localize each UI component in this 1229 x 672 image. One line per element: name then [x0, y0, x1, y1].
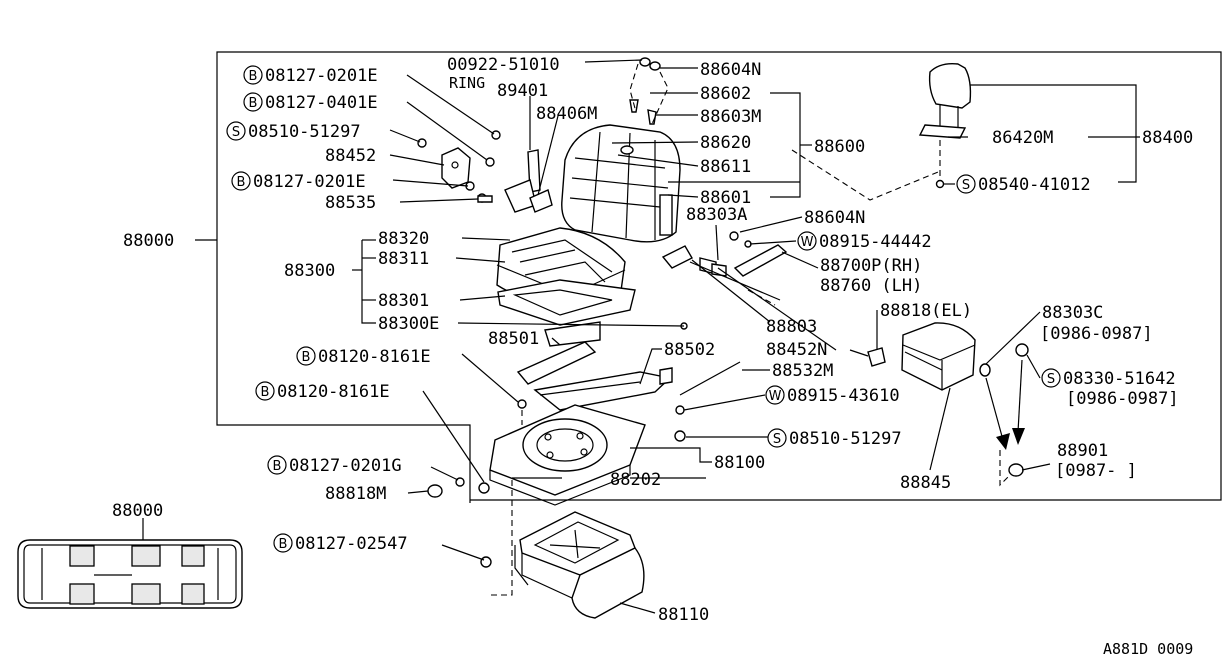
- label-08915-43610: 08915-43610: [787, 386, 900, 406]
- svg-text:S: S: [773, 432, 781, 447]
- label-88320: 88320: [378, 229, 429, 249]
- label-08127-0201G: 08127-0201G: [289, 456, 402, 476]
- label-88452N: 88452N: [766, 340, 827, 360]
- svg-text:B: B: [237, 175, 246, 190]
- label-08127-02547: 08127-02547: [295, 534, 408, 554]
- label-88901: 88901: [1057, 441, 1108, 461]
- svg-text:B: B: [273, 459, 282, 474]
- swivel-base-illustration: [489, 404, 646, 506]
- label-88532M: 88532M: [772, 361, 833, 381]
- label-88803: 88803: [766, 317, 817, 337]
- label-88110: 88110: [658, 605, 709, 625]
- part-labels: 00922-51010 RING 89401 88604N 88602 8860…: [112, 55, 1193, 658]
- label-08915-44442: 08915-44442: [819, 232, 932, 252]
- label-00922-51010: 00922-51010: [447, 55, 560, 75]
- box-base-illustration: [514, 511, 645, 619]
- washer-marker: W: [765, 385, 785, 405]
- label-88000-car: 88000: [112, 501, 163, 521]
- svg-text:W: W: [769, 389, 782, 404]
- label-88611: 88611: [700, 157, 751, 177]
- label-88501: 88501: [488, 329, 539, 349]
- washer-marker: W: [797, 231, 817, 251]
- label-88603M: 88603M: [700, 107, 761, 127]
- seat-back-illustration: [561, 124, 681, 243]
- svg-text:W: W: [801, 235, 814, 250]
- label-88303C: 88303C: [1042, 303, 1103, 323]
- label-08120-8161E-b: 08120-8161E: [277, 382, 390, 402]
- label-88601: 88601: [700, 188, 751, 208]
- footer-code: A881D 0009: [1103, 640, 1193, 658]
- label-88303A: 88303A: [686, 205, 747, 225]
- bolt-marker: B: [243, 65, 263, 85]
- svg-text:S: S: [232, 125, 240, 140]
- svg-text:B: B: [279, 537, 288, 552]
- label-86420M: 86420M: [992, 128, 1053, 148]
- label-88452: 88452: [325, 146, 376, 166]
- bolt-marker: B: [231, 171, 251, 191]
- label-ring: RING: [449, 74, 485, 92]
- label-88602: 88602: [700, 84, 751, 104]
- headrest-illustration: [918, 62, 972, 189]
- label-89401: 89401: [497, 81, 548, 101]
- label-08127-0401E: 08127-0401E: [265, 93, 378, 113]
- label-88400: 88400: [1142, 128, 1193, 148]
- label-88100: 88100: [714, 453, 765, 473]
- screw-marker: S: [956, 174, 976, 194]
- label-88845: 88845: [900, 473, 951, 493]
- label-08510-51297-top: 08510-51297: [248, 122, 361, 142]
- assembly-frame: [216, 51, 1222, 503]
- label-88700P: 88700P(RH): [820, 256, 922, 276]
- label-08120-8161E-a: 08120-8161E: [318, 347, 431, 367]
- dashed-guide-lines: [490, 63, 1011, 596]
- label-88818M: 88818M: [325, 484, 386, 504]
- label-0986-0987-b: [0986-0987]: [1066, 389, 1179, 409]
- screw-marker: S: [226, 121, 246, 141]
- label-08510-51297-low: 08510-51297: [789, 429, 902, 449]
- label-88311: 88311: [378, 249, 429, 269]
- label-88760: 88760 (LH): [820, 276, 922, 296]
- screw-marker: S: [1041, 368, 1061, 388]
- label-88620: 88620: [700, 133, 751, 153]
- label-88202: 88202: [610, 470, 661, 490]
- label-88300: 88300: [284, 261, 335, 281]
- label-0987: [0987- ]: [1055, 461, 1137, 481]
- leader-lines: [142, 59, 1140, 614]
- label-08127-0201E-a: 08127-0201E: [265, 66, 378, 86]
- svg-text:B: B: [249, 69, 258, 84]
- svg-text:B: B: [261, 385, 270, 400]
- bolt-marker: B: [255, 381, 275, 401]
- label-88000-main: 88000: [123, 231, 174, 251]
- bolt-marker: B: [267, 455, 287, 475]
- small-hardware-illustrations: [417, 57, 1029, 568]
- label-88502: 88502: [664, 340, 715, 360]
- svg-text:S: S: [962, 178, 970, 193]
- screw-marker: S: [767, 428, 787, 448]
- circled-prefix-markers: B B S B S W B B W S S B B: [226, 65, 1061, 553]
- armrest-illustration: [901, 322, 976, 391]
- direction-arrows: [985, 359, 1025, 450]
- label-88535: 88535: [325, 193, 376, 213]
- label-08127-0201E-b: 08127-0201E: [253, 172, 366, 192]
- seat-track-illustration: [516, 321, 673, 411]
- svg-text:S: S: [1047, 372, 1055, 387]
- label-08330-51642: 08330-51642: [1063, 369, 1176, 389]
- label-88406M: 88406M: [536, 104, 597, 124]
- label-88600: 88600: [814, 137, 865, 157]
- label-88604N-mid: 88604N: [804, 208, 865, 228]
- bolt-marker: B: [273, 533, 293, 553]
- svg-text:B: B: [302, 350, 311, 365]
- label-88604N-top: 88604N: [700, 60, 761, 80]
- seat-cushion-illustration: [496, 227, 636, 326]
- bolt-marker: B: [243, 92, 263, 112]
- label-88301: 88301: [378, 291, 429, 311]
- bolt-marker: B: [296, 346, 316, 366]
- label-0986-0987-a: [0986-0987]: [1040, 324, 1153, 344]
- label-88300E: 88300E: [378, 314, 439, 334]
- svg-text:B: B: [249, 96, 258, 111]
- vehicle-top-view-inset: [17, 539, 243, 609]
- label-88818EL: 88818(EL): [880, 301, 972, 321]
- label-08540-41012: 08540-41012: [978, 175, 1091, 195]
